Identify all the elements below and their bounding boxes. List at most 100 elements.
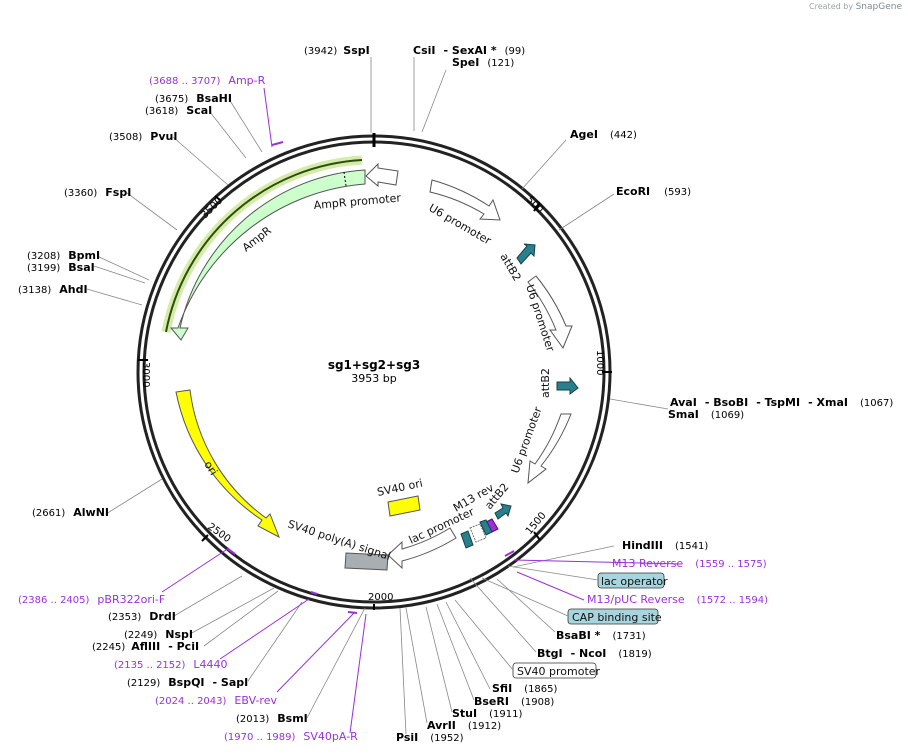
enzyme-bspqi-pos: (2129) xyxy=(127,678,160,689)
enzyme-nspi-name: NspI xyxy=(165,628,193,641)
tick-3000: 3000 xyxy=(140,362,151,387)
sv40-ori-label: SV40 ori xyxy=(376,477,424,499)
enzyme-btgi-name: BtgI xyxy=(537,647,563,660)
enzyme-ahdi-name: AhdI xyxy=(59,283,87,296)
enzyme-bspqi-sapi: (2129)BspQI- SapI xyxy=(127,676,248,689)
sv40-polya-feature xyxy=(344,552,389,571)
plasmid-name: sg1+sg2+sg3 xyxy=(328,358,420,372)
enzyme-smai-name: SmaI xyxy=(668,408,699,421)
enzyme-pvui-pos: (3508) xyxy=(109,132,142,143)
primer-amp-r-range: (3688 .. 3707) xyxy=(149,76,221,87)
tick-500: 500 xyxy=(524,194,545,215)
enzyme-stui-name: StuI xyxy=(452,707,477,720)
sv40-polya-label: SV40 poly(A) signal xyxy=(286,517,392,563)
primer-sv40pa-r-range: (1970 .. 1989) xyxy=(224,732,296,743)
enzyme-tspmi-name: TspMI xyxy=(765,396,801,409)
enzyme-alwni: (2661) AlwNI xyxy=(32,506,109,519)
enzyme-sspi: (3942)SspI xyxy=(304,44,370,57)
enzyme-hindiii-name: HindIII xyxy=(622,539,663,552)
ori-feature xyxy=(175,389,280,539)
enzyme-bsabi-name: BsaBI xyxy=(556,629,591,642)
enzyme-sfii-pos: (1865) xyxy=(524,684,557,695)
sv40-ori-feature xyxy=(387,495,421,517)
enzyme-nspi-pos: (2249) xyxy=(124,630,157,641)
primer-sv40pa-r-name: SV40pA-R xyxy=(303,730,358,743)
enzyme-bseri: BseRI(1908) xyxy=(474,695,554,708)
enzyme-psii-pos: (1952) xyxy=(430,733,463,744)
enzyme-bsabi: BsaBI *(1731) xyxy=(556,629,646,642)
enzyme-bsobi-name: BsoBI xyxy=(713,396,748,409)
enzyme-alwni-pos: (2661) xyxy=(32,508,65,519)
brand-prefix: Created by xyxy=(809,2,854,11)
enzyme-bpmi-name: BpmI xyxy=(68,249,100,262)
enzyme-avai-group: AvaI- BsoBI- TspMI- XmaI(1067) xyxy=(670,396,893,409)
enzyme-avrii: AvrII (1912) xyxy=(427,719,501,732)
enzyme-spei-name: SpeI xyxy=(452,56,479,69)
enzyme-scai-name: ScaI xyxy=(186,104,212,117)
enzyme-xmai-name: XmaI xyxy=(817,396,848,409)
enzyme-spei: SpeI (121) xyxy=(452,56,514,69)
primer-sv40pa-r: (1970 .. 1989) SV40pA-R xyxy=(224,730,358,743)
enzyme-smai-pos: (1069) xyxy=(711,410,744,421)
enzyme-bseri-name: BseRI xyxy=(474,695,509,708)
enzyme-alwni-name: AlwNI xyxy=(73,506,109,519)
primer-m13puc-reverse-name: M13/pUC Reverse xyxy=(587,593,685,606)
tick-marks xyxy=(138,195,612,610)
enzyme-afliii-pcii: (2245)AflIII- PciI xyxy=(92,640,199,653)
snapgene-brand: Created by SnapGene xyxy=(809,2,902,12)
primer-l4440-name: L4440 xyxy=(193,658,227,671)
plasmid-length: 3953 bp xyxy=(351,372,396,385)
lac-operator-label: lac operator xyxy=(601,575,668,588)
enzyme-avrii-pos: (1912) xyxy=(468,721,501,732)
enzyme-psii-name: PsiI xyxy=(396,731,418,744)
enzyme-agei-name: AgeI xyxy=(570,128,598,141)
enzyme-ecori-name: EcoRI xyxy=(616,185,650,198)
enzyme-csii-name: CsiI xyxy=(413,44,435,57)
primer-amp-r-name: Amp-R xyxy=(228,74,265,87)
enzyme-avai-name: AvaI xyxy=(670,396,697,409)
enzyme-sexai-name: SexAI xyxy=(452,44,487,57)
enzyme-avrii-name: AvrII xyxy=(427,719,456,732)
attb2-2-feature xyxy=(556,376,579,395)
enzyme-sspi-pos: (3942) xyxy=(304,46,337,57)
cap-binding-site-box xyxy=(567,608,659,625)
primer-m13puc-reverse: M13/pUC Reverse(1572 .. 1594) xyxy=(587,593,768,606)
enzyme-bpmi: (3208)BpmI xyxy=(27,249,100,262)
cap-binding-site-label: CAP binding site xyxy=(572,611,662,624)
enzyme-stui-pos: (1911) xyxy=(489,709,522,720)
enzyme-fspi-pos: (3360) xyxy=(64,188,97,199)
enzyme-spei-pos: (121) xyxy=(487,58,514,69)
enzyme-ncoi-pos: (1819) xyxy=(618,649,651,660)
enzyme-afliii-pos: (2245) xyxy=(92,642,125,653)
primer-pbr322ori-f-name: pBR322ori-F xyxy=(97,593,165,606)
attb2-2-label: attB2 xyxy=(539,368,552,398)
primer-l4440-range: (2135 .. 2152) xyxy=(114,660,186,671)
enzyme-bsmi-pos: (2013) xyxy=(236,714,269,725)
enzyme-fspi-name: FspI xyxy=(105,186,131,199)
u6-promoter-3-feature xyxy=(527,413,572,485)
enzyme-hindiii-pos: (1541) xyxy=(675,541,708,552)
ori-label: ori xyxy=(201,459,220,478)
sv40-promoter-label: SV40 promoter xyxy=(517,665,601,678)
enzyme-ahdi-pos: (3138) xyxy=(18,285,51,296)
lac-promoter-small-feature xyxy=(469,523,487,543)
enzyme-pvui-name: PvuI xyxy=(150,130,177,143)
enzyme-scai: (3618)ScaI xyxy=(145,104,212,117)
primer-m13-reverse-name: M13 Reverse xyxy=(612,557,683,570)
enzyme-drdi-name: DrdI xyxy=(149,610,176,623)
enzyme-bsabi-pos: (1731) xyxy=(612,631,645,642)
primer-pbr322ori-f: (2386 .. 2405)pBR322ori-F xyxy=(18,593,165,606)
enzyme-hindiii: HindIII (1541) xyxy=(622,539,708,552)
enzyme-pcii-name: PciI xyxy=(177,640,199,653)
ampr-feature xyxy=(169,169,366,341)
enzyme-nspi: (2249) NspI xyxy=(124,628,193,641)
enzyme-bsahi-name: BsaHI xyxy=(196,92,232,105)
primer-m13-reverse-range: (1559 .. 1575) xyxy=(695,559,767,570)
lac-operator-box xyxy=(597,572,665,589)
ampr-promoter-label: AmpR promoter xyxy=(313,191,402,212)
enzyme-bsahi: (3675)BsaHI xyxy=(155,92,232,105)
lac-promoter-feature xyxy=(387,527,457,570)
ampr-promoter-feature xyxy=(365,162,399,188)
primer-lines xyxy=(161,87,683,734)
tick-2000: 2000 xyxy=(368,592,393,603)
